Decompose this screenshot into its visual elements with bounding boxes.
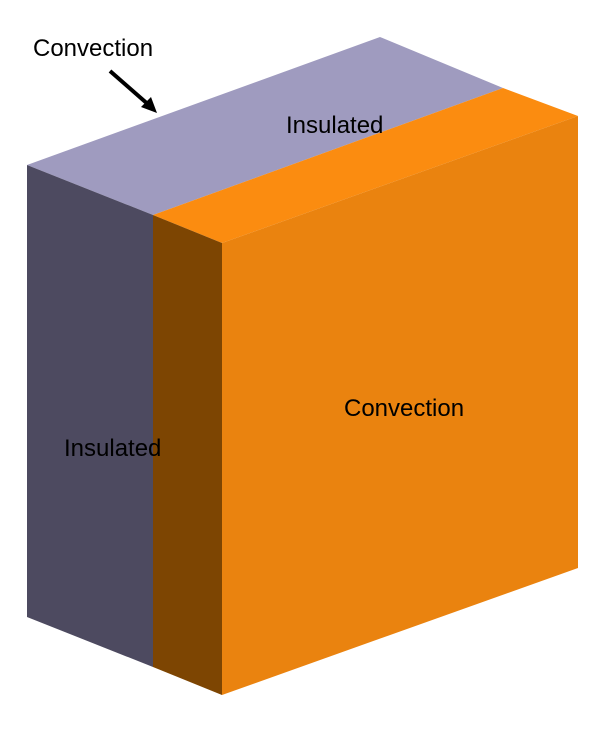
convection-label-front: Convection xyxy=(344,395,465,422)
top-face-convection-strip xyxy=(153,88,578,243)
front-face-convection xyxy=(222,116,578,695)
side-convection-strip xyxy=(153,215,222,695)
left-face-insulated xyxy=(27,165,153,667)
top-face-insulated xyxy=(27,37,503,215)
insulated-label-left: Insulated xyxy=(64,435,162,462)
convection-label-top-left: Convection xyxy=(33,35,154,62)
arrow-icon xyxy=(108,69,157,113)
insulated-label-top: Insulated xyxy=(286,112,384,139)
